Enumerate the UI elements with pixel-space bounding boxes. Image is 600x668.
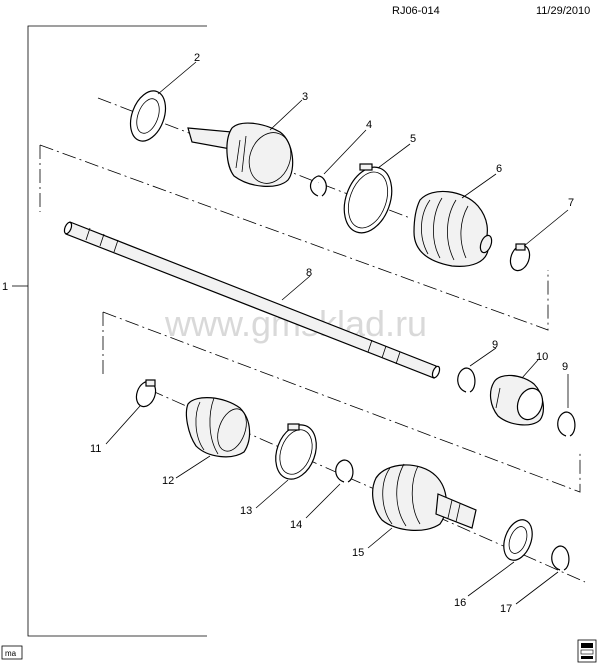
part-11-small-clamp — [135, 379, 157, 408]
callout-leader-16 — [467, 561, 515, 597]
part-17-snap-ring — [551, 545, 570, 571]
callout-leader-3 — [269, 99, 303, 131]
part-16-seal — [503, 519, 533, 561]
callout-6: 6 — [496, 163, 502, 175]
callout-9b: 9 — [562, 361, 568, 373]
part-7-small-clamp — [509, 243, 531, 272]
part-15-cv-joint-boot — [372, 463, 477, 531]
part-9-snap-ring-b — [557, 411, 576, 437]
callout-10: 10 — [536, 351, 548, 363]
callout-15: 15 — [352, 547, 364, 559]
logo-icon — [577, 639, 597, 663]
part-9-snap-ring-a — [457, 367, 476, 393]
callout-leader-4 — [323, 129, 367, 175]
assembly-bracket — [27, 25, 207, 637]
callout-leader-13 — [255, 479, 289, 509]
callout-leader-10 — [521, 359, 539, 379]
callout-leader-8 — [281, 275, 311, 301]
part-3-outer-cv-joint — [187, 122, 294, 187]
callout-leader-6 — [461, 173, 497, 199]
callout-leader-11 — [105, 405, 141, 445]
callout-13: 13 — [240, 505, 252, 517]
part-12-inner-boot — [185, 397, 251, 458]
part-5-boot-clamp — [343, 163, 393, 234]
group-outline-inner — [102, 311, 581, 493]
footer-tag-box — [1, 645, 23, 660]
callout-leader-9a — [469, 347, 497, 367]
group-outline-outer — [39, 144, 549, 331]
part-8-half-shaft — [63, 221, 441, 379]
part-14-snap-ring — [335, 459, 354, 483]
part-10-inner-housing — [489, 374, 544, 426]
diagram-ref: RJ06-014 — [392, 5, 440, 17]
callout-leader-15 — [367, 527, 393, 549]
callout-17: 17 — [500, 603, 512, 615]
part-13-boot-clamp — [275, 423, 317, 480]
callout-leader-7 — [523, 209, 569, 247]
callout-8: 8 — [306, 267, 312, 279]
callout-5: 5 — [410, 133, 416, 145]
diagram-date: 11/29/2010 — [536, 5, 590, 17]
callout-leader-14 — [305, 483, 341, 519]
callout-3: 3 — [302, 91, 308, 103]
callout-12: 12 — [162, 475, 174, 487]
callout-1: 1 — [2, 281, 8, 293]
footer-tag: ma — [5, 649, 17, 658]
part-4-snap-ring — [309, 175, 327, 197]
callout-7: 7 — [568, 197, 574, 209]
callout-11: 11 — [90, 443, 101, 455]
part-6-outer-boot — [413, 190, 493, 267]
callout-leader-17 — [515, 571, 559, 605]
callout-leader-2 — [157, 61, 197, 95]
callout-16: 16 — [454, 597, 466, 609]
callout-leader-5 — [377, 143, 411, 169]
callout-2: 2 — [194, 52, 200, 64]
callout-4: 4 — [366, 119, 372, 131]
callout-14: 14 — [290, 519, 302, 531]
part-2-seal — [129, 90, 167, 142]
callout-leader-12 — [175, 455, 211, 479]
callout-9a: 9 — [492, 339, 498, 351]
